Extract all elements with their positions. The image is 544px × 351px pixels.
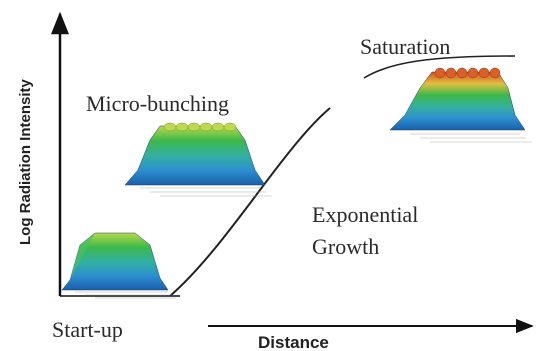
- growth-label-line2: Growth: [312, 234, 379, 259]
- saturation-label: Saturation: [360, 34, 450, 59]
- x-axis-label: Distance: [258, 333, 329, 351]
- microbunching-label: Micro-bunching: [86, 91, 229, 116]
- growth-curve: [169, 107, 331, 297]
- growth-label-line1: Exponential: [312, 202, 418, 227]
- y-axis-label: Log Radiation Intensity: [17, 79, 34, 245]
- saturation-curve: [363, 55, 516, 79]
- microbunching-beam-plot: [124, 122, 272, 197]
- startup-label: Start-up: [52, 317, 123, 342]
- saturation-beam-plot: [389, 67, 532, 143]
- startup-beam-plot: [61, 232, 176, 299]
